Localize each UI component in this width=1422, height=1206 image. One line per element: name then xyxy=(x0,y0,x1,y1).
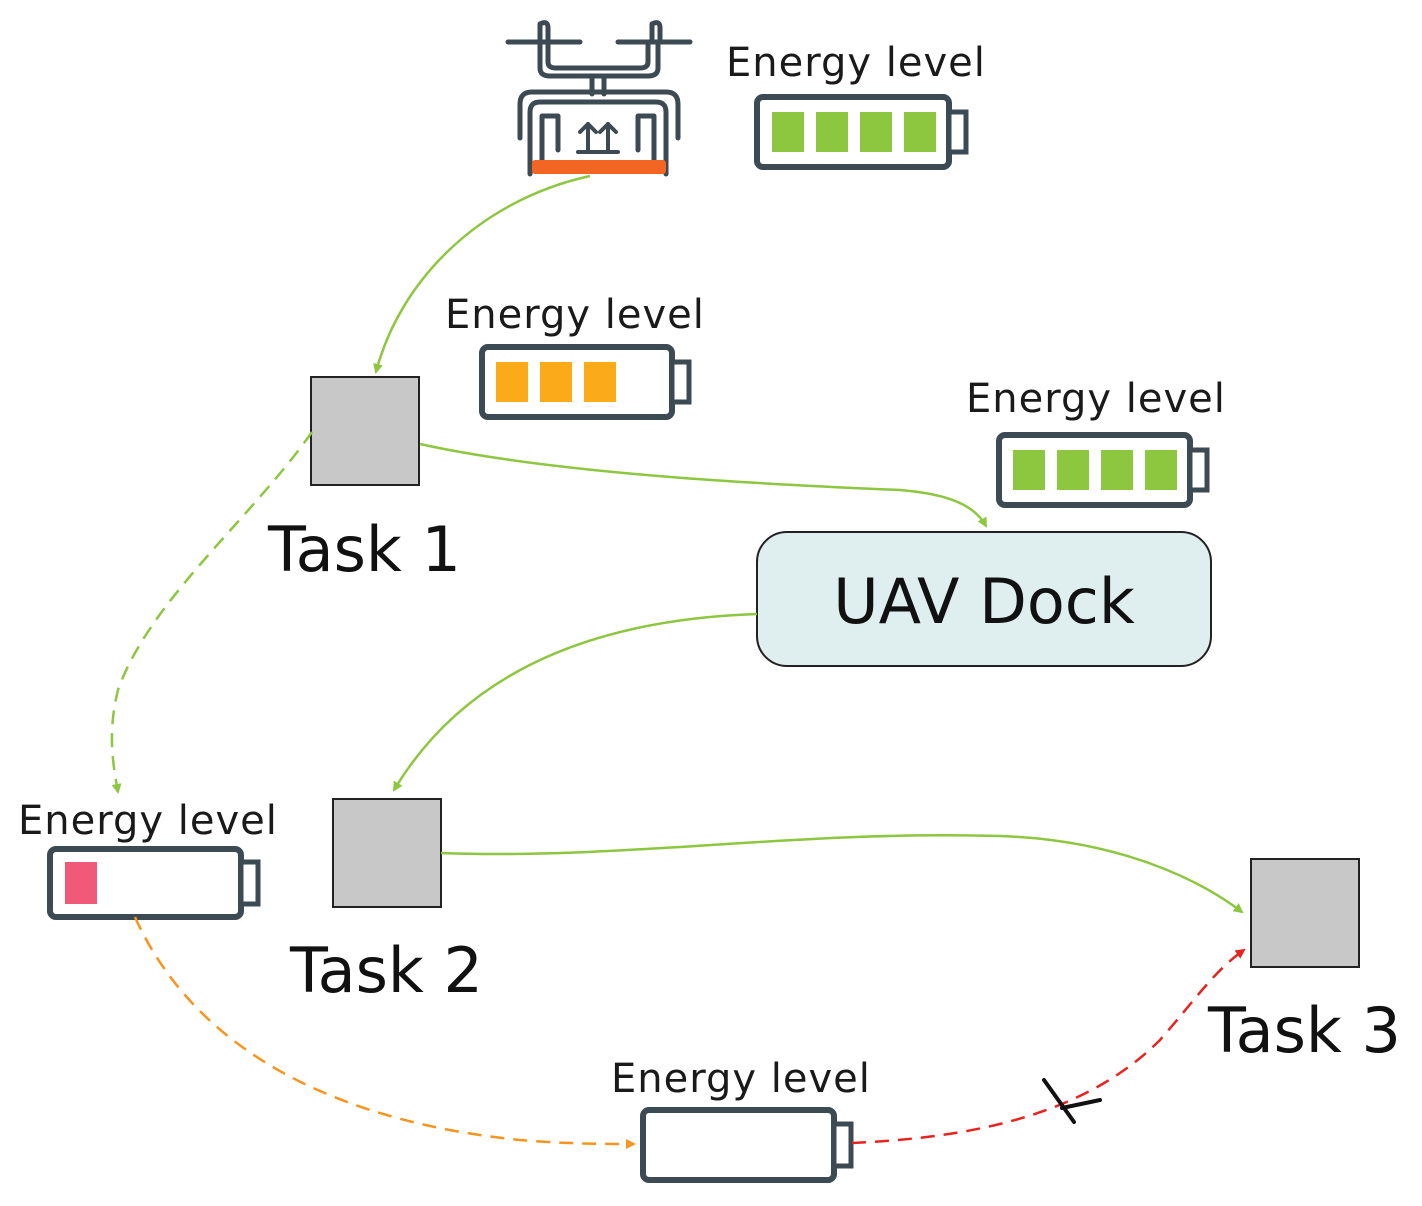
task1-label: Task 1 xyxy=(267,513,461,586)
dock-energy-label: Energy level xyxy=(966,376,1226,422)
empty-energy-label: Energy level xyxy=(611,1056,871,1102)
task3-label: Task 3 xyxy=(1207,994,1401,1067)
arrow-dock-to-task2 xyxy=(392,612,758,792)
task1-box xyxy=(310,376,420,486)
battery-cell xyxy=(65,862,97,904)
uav-battery xyxy=(754,94,969,170)
empty-battery xyxy=(640,1107,854,1183)
arrow-task2-to-task3 xyxy=(440,833,1244,914)
arrow-task1-to-dock xyxy=(419,442,988,528)
uav-energy-label: Energy level xyxy=(726,40,986,86)
uav-payload-bar xyxy=(532,160,666,174)
task3-box xyxy=(1250,858,1360,968)
upward-arrows-icon xyxy=(576,122,620,154)
arrow-low-to-empty-battery xyxy=(133,916,636,1149)
arrow-task1-to-low-battery xyxy=(110,431,314,794)
battery-cell xyxy=(1057,450,1089,490)
battery-cell xyxy=(1145,450,1177,490)
battery-cell xyxy=(772,112,804,152)
uav-dock-label: UAV Dock xyxy=(833,565,1135,638)
low-energy-label: Energy level xyxy=(18,798,278,844)
uav-dock-box xyxy=(756,531,1212,667)
battery-cell xyxy=(1013,450,1045,490)
battery-cell xyxy=(860,112,892,152)
task1-energy-label: Energy level xyxy=(445,292,705,338)
arrow-uav-to-task1 xyxy=(373,174,591,374)
battery-cell xyxy=(816,112,848,152)
dock-battery xyxy=(996,432,1210,508)
uav-drone-icon xyxy=(505,20,693,177)
battery-cell xyxy=(904,112,936,152)
low-battery xyxy=(47,846,261,920)
failure-x-icon xyxy=(1042,1078,1102,1124)
arrow-empty-to-task3 xyxy=(851,948,1246,1145)
battery-cell xyxy=(496,362,528,402)
task2-label: Task 2 xyxy=(289,934,483,1007)
battery-cell xyxy=(1101,450,1133,490)
task2-box xyxy=(332,798,442,908)
task1-battery xyxy=(479,344,692,420)
battery-cell xyxy=(584,362,616,402)
battery-cell xyxy=(540,362,572,402)
